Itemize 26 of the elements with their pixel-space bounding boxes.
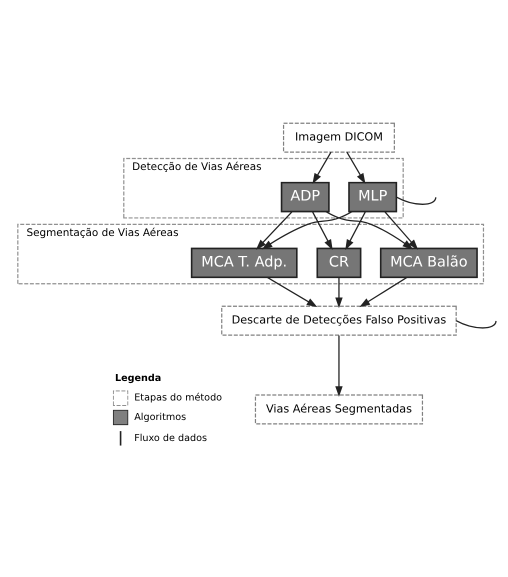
node-box: MCA T. Adp. [190,247,298,278]
arrow [345,211,366,250]
arrow [262,210,352,249]
arrow [325,210,414,249]
node-box: Vias Aéreas Segmentadas [254,394,424,424]
arrow [359,276,408,307]
arrow [312,211,333,250]
arrow [335,335,343,396]
legend-label: Etapas do método [134,392,222,404]
label: Legenda [114,372,162,384]
legend-label: Algoritmos [134,411,186,422]
node-box: CR [316,247,362,278]
node-box: ADP [280,181,330,212]
arrow [346,151,366,184]
arrow [267,276,318,307]
node-box: MLP [348,181,398,212]
connector [396,196,436,204]
connector [456,320,497,328]
node-box: MCA Balão [380,247,478,278]
arrow [335,277,343,308]
node-box: Imagem DICOM [282,122,395,152]
legend-label: Fluxo de dados [134,432,208,444]
arrow [384,210,418,250]
arrow [256,210,292,250]
arrow [312,151,332,184]
node-box: Descarte de Detecções Falso Positivas [221,305,457,336]
